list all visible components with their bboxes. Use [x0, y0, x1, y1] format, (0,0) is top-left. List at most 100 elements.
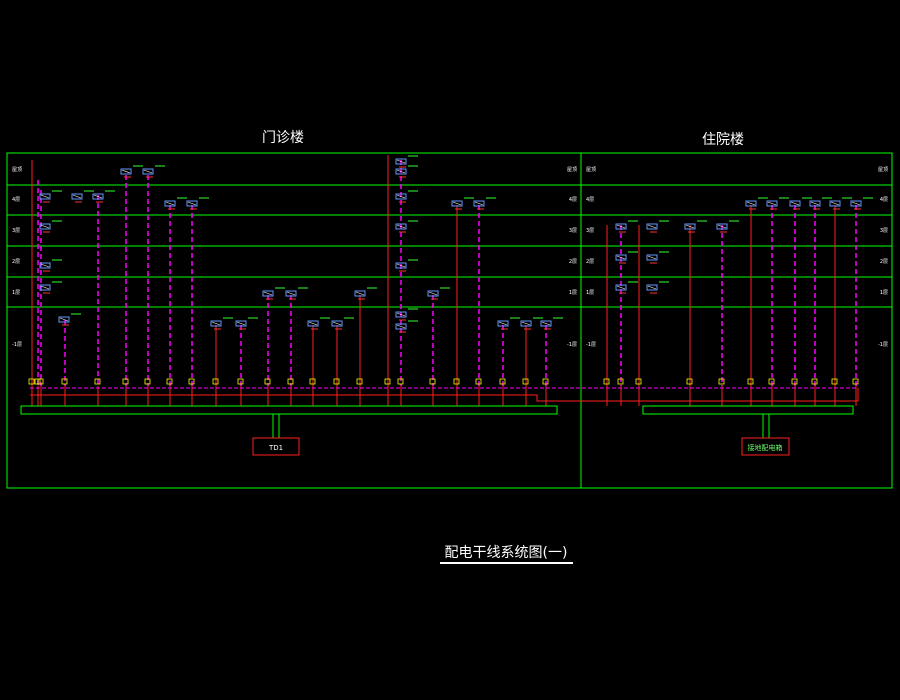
- panel-mark: [263, 291, 273, 296]
- panel-mark: [790, 201, 800, 206]
- distribution-panels: [39, 155, 873, 333]
- floor-label: 3层: [880, 228, 888, 234]
- breaker-symbol: [188, 378, 195, 385]
- breaker-symbol: [791, 378, 798, 385]
- breaker-symbol: [333, 378, 340, 385]
- breaker-symbol: [34, 378, 41, 385]
- panel-mark: [767, 201, 777, 206]
- floor-label: 4层: [586, 197, 594, 203]
- panel-mark: [396, 169, 406, 174]
- panel-mark: [396, 224, 406, 229]
- breaker-symbol: [384, 378, 391, 385]
- distribution-panel: [615, 223, 627, 230]
- panel-mark: [121, 169, 131, 174]
- inpatient-feeder-box: [741, 437, 790, 456]
- breaker-symbol: [617, 378, 624, 385]
- panel-mark: [474, 201, 484, 206]
- panel-mark: [396, 312, 406, 317]
- floor-label: 2层: [586, 259, 594, 265]
- distribution-panel: [186, 200, 198, 207]
- panel-mark: [396, 194, 406, 199]
- distribution-panel: [395, 323, 407, 330]
- distribution-panel: [39, 284, 51, 291]
- floor-label: 4层: [12, 197, 20, 203]
- floor-label: 3层: [586, 228, 594, 234]
- panel-mark: [72, 194, 82, 199]
- distribution-panel: [262, 290, 274, 297]
- breaker-symbol: [603, 378, 610, 385]
- floor-label: 1层: [12, 290, 20, 296]
- distribution-panel: [395, 193, 407, 200]
- distribution-panel: [210, 320, 222, 327]
- panel-mark: [647, 224, 657, 229]
- distribution-panel: [451, 200, 463, 207]
- distribution-panel: [395, 158, 407, 165]
- floor-label: -1层: [12, 342, 22, 348]
- distribution-panel: [92, 193, 104, 200]
- distribution-panel: [395, 168, 407, 175]
- panel-mark: [452, 201, 462, 206]
- distribution-panel: [39, 223, 51, 230]
- panel-mark: [396, 263, 406, 268]
- panel-mark: [396, 159, 406, 164]
- distribution-panel: [684, 223, 696, 230]
- breaker-symbol: [144, 378, 151, 385]
- breaker-symbol: [309, 378, 316, 385]
- breaker-symbol: [397, 378, 404, 385]
- breaker-symbol: [768, 378, 775, 385]
- floor-label: 屋顶: [586, 167, 596, 173]
- floor-label: 2层: [880, 259, 888, 265]
- panel-mark: [616, 255, 626, 260]
- distribution-panel: [716, 223, 728, 230]
- panel-mark: [332, 321, 342, 326]
- floor-label: -1层: [878, 342, 888, 348]
- breaker-symbol: [61, 378, 68, 385]
- floor-label: 屋顶: [878, 167, 888, 173]
- breaker-symbol: [475, 378, 482, 385]
- panel-mark: [211, 321, 221, 326]
- breaker-symbol: [429, 378, 436, 385]
- floor-label: 1层: [880, 290, 888, 296]
- panel-mark: [428, 291, 438, 296]
- breaker-symbol: [287, 378, 294, 385]
- breaker-symbol: [37, 378, 44, 385]
- distribution-panel: [646, 284, 658, 291]
- floor-label: 1层: [586, 290, 594, 296]
- floor-label: 屋顶: [12, 167, 22, 173]
- panel-mark: [717, 224, 727, 229]
- distribution-panel: [615, 284, 627, 291]
- floor-label: 4层: [569, 197, 577, 203]
- panel-mark: [647, 255, 657, 260]
- distribution-panel: [120, 168, 132, 175]
- breaker-symbol: [635, 378, 642, 385]
- panel-mark: [308, 321, 318, 326]
- distribution-panel: [540, 320, 552, 327]
- panel-mark: [165, 201, 175, 206]
- inpatient-cable-tray: [642, 405, 854, 415]
- panel-mark: [746, 201, 756, 206]
- distribution-panel: [789, 200, 801, 207]
- diagram-title: 配电干线系统图(一): [445, 545, 568, 561]
- distribution-panel: [615, 254, 627, 261]
- floor-label: 屋顶: [567, 167, 577, 173]
- panel-mark: [685, 224, 695, 229]
- floor-divider-lines: [7, 184, 892, 308]
- breaker-symbol: [237, 378, 244, 385]
- floor-label: 2层: [569, 259, 577, 265]
- floor-label: 3层: [12, 228, 20, 234]
- panel-mark: [355, 291, 365, 296]
- panel-mark: [40, 224, 50, 229]
- panel-mark: [521, 321, 531, 326]
- distribution-panel: [809, 200, 821, 207]
- floor-label: 1层: [569, 290, 577, 296]
- panel-mark: [187, 201, 197, 206]
- inpatient-frame: [580, 152, 893, 489]
- distribution-panel: [331, 320, 343, 327]
- panel-mark: [143, 169, 153, 174]
- panel-mark: [40, 285, 50, 290]
- outpatient-cable-tray: [20, 405, 558, 415]
- breaker-symbol: [94, 378, 101, 385]
- outpatient-building-title: 门诊楼: [262, 130, 304, 146]
- distribution-panel: [395, 223, 407, 230]
